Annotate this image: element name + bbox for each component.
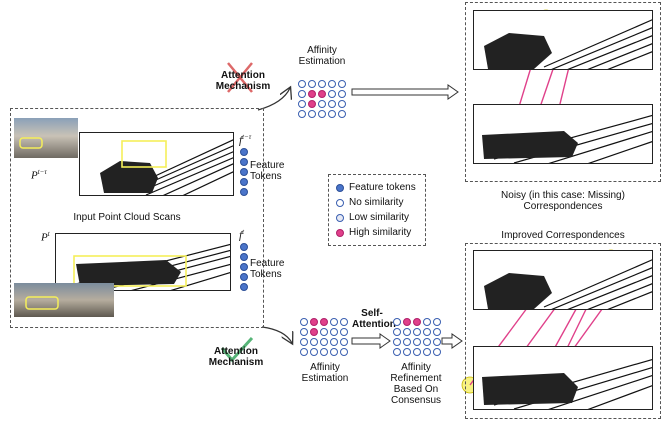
bottom-hollow-arrow	[441, 333, 463, 349]
low-similarity-swatch-icon	[336, 213, 344, 222]
cross-icon	[227, 62, 253, 93]
legend-item-no-similarity: No similarity	[336, 195, 416, 210]
middle-hollow-arrow	[351, 333, 391, 349]
improved-scan-prev	[473, 250, 653, 310]
legend-item-feature-tokens: Feature tokens	[336, 180, 416, 195]
self-attention-label: Self-Attention	[352, 308, 396, 330]
p-prev-label: Pt−τ	[31, 168, 47, 182]
improved-output-box	[465, 243, 661, 419]
refinement-label: Affinity Refinement Based On Consensus	[390, 362, 442, 406]
feature-tokens-curr	[240, 243, 248, 293]
improved-caption: Improved Correspondences	[501, 230, 625, 241]
camera-image-prev	[14, 118, 78, 158]
f-curr-label: ft	[239, 228, 245, 242]
legend: Feature tokens No similarity Low similar…	[336, 180, 416, 240]
top-affinity-label: Affinity Estimation	[298, 45, 346, 67]
feature-token-swatch-icon	[336, 183, 344, 192]
legend-item-high-similarity: High similarity	[336, 225, 416, 240]
no-similarity-swatch-icon	[336, 198, 344, 207]
bottom-attention-label: Attention Mechanism	[208, 346, 264, 368]
check-icon	[220, 336, 254, 363]
bottom-affinity-label: Affinity Estimation	[301, 362, 349, 384]
point-cloud-scan-prev	[79, 132, 234, 196]
legend-box	[328, 174, 426, 246]
noisy-scan-curr	[473, 104, 653, 164]
feature-tokens-label-bottom: Feature Tokens	[250, 258, 285, 280]
feature-tokens-label-top: Feature Tokens	[250, 160, 285, 182]
p-curr-label: Pt	[41, 230, 50, 244]
improved-scan-curr	[473, 346, 653, 410]
feature-tokens-prev	[240, 148, 248, 198]
point-cloud-scan-curr	[55, 233, 231, 291]
f-prev-label: ft−τ	[239, 133, 252, 147]
top-hollow-arrow	[351, 84, 459, 100]
camera-image-curr	[14, 283, 114, 317]
input-caption: Input Point Cloud Scans	[73, 212, 181, 223]
noisy-output-box	[465, 2, 661, 182]
input-scans-box	[10, 108, 264, 328]
noisy-scan-prev	[473, 10, 653, 70]
top-attention-label: Attention Mechanism	[215, 70, 271, 92]
refined-affinity-grid	[393, 318, 441, 356]
noisy-caption: Noisy (in this case: Missing) Correspond…	[501, 190, 625, 212]
top-affinity-grid	[298, 80, 346, 118]
legend-item-low-similarity: Low similarity	[336, 210, 416, 225]
high-similarity-swatch-icon	[336, 228, 344, 237]
bottom-affinity-grid	[300, 318, 348, 356]
bottom-curved-arrow	[261, 326, 292, 343]
